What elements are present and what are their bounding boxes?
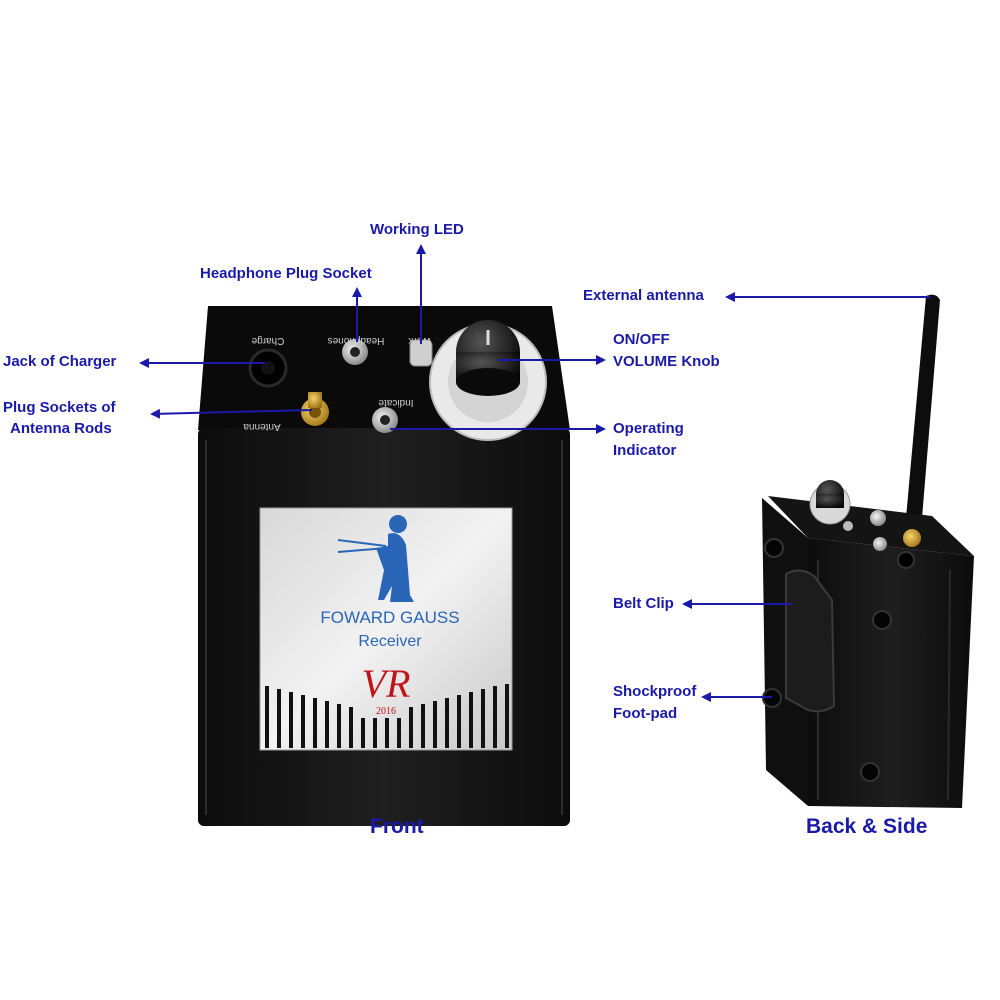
label-plug-sockets: Plug Sockets of bbox=[3, 399, 116, 416]
panel-label-work: Work bbox=[407, 335, 431, 346]
caption-back-side: Back & Side bbox=[806, 815, 928, 838]
panel-label-indicate: Indicate bbox=[378, 397, 413, 408]
label-volume-knob: VOLUME Knob bbox=[613, 353, 720, 370]
label-external-antenna: External antenna bbox=[583, 287, 704, 304]
label-headphone-plug-socket: Headphone Plug Socket bbox=[200, 265, 372, 282]
panel-label-antenna: Antenna bbox=[243, 421, 281, 432]
foot-pad bbox=[872, 610, 892, 630]
callout-arrows bbox=[139, 244, 930, 702]
foot-pad bbox=[764, 538, 784, 558]
plate-year: 2016 bbox=[376, 706, 396, 717]
label-foot-pad: Foot-pad bbox=[613, 705, 678, 722]
caption-front: Front bbox=[370, 815, 424, 838]
label-antenna-rods: Antenna Rods bbox=[10, 420, 112, 437]
external-antenna bbox=[906, 294, 940, 518]
foot-pad bbox=[860, 762, 880, 782]
panel-label-charge: Charge bbox=[251, 335, 284, 346]
belt-clip bbox=[785, 569, 836, 713]
label-belt-clip: Belt Clip bbox=[613, 595, 674, 612]
label-indicator: Indicator bbox=[613, 442, 677, 459]
plate-model: VR bbox=[362, 661, 411, 706]
plate-brand: FOWARD GAUSS bbox=[320, 608, 459, 627]
front-device: Charge Headphones Work Antenna Indicate … bbox=[198, 306, 570, 826]
label-working-led: Working LED bbox=[370, 221, 464, 238]
label-operating: Operating bbox=[613, 420, 684, 437]
operator-figure-icon bbox=[337, 515, 414, 602]
label-on-off: ON/OFF bbox=[613, 331, 670, 348]
arrow-plug-sockets bbox=[150, 408, 313, 419]
label-jack-of-charger: Jack of Charger bbox=[3, 353, 117, 370]
plate-stripes bbox=[265, 684, 509, 748]
plate-product: Receiver bbox=[358, 633, 422, 650]
label-shockproof: Shockproof bbox=[613, 683, 697, 700]
back-side-device bbox=[762, 294, 974, 808]
